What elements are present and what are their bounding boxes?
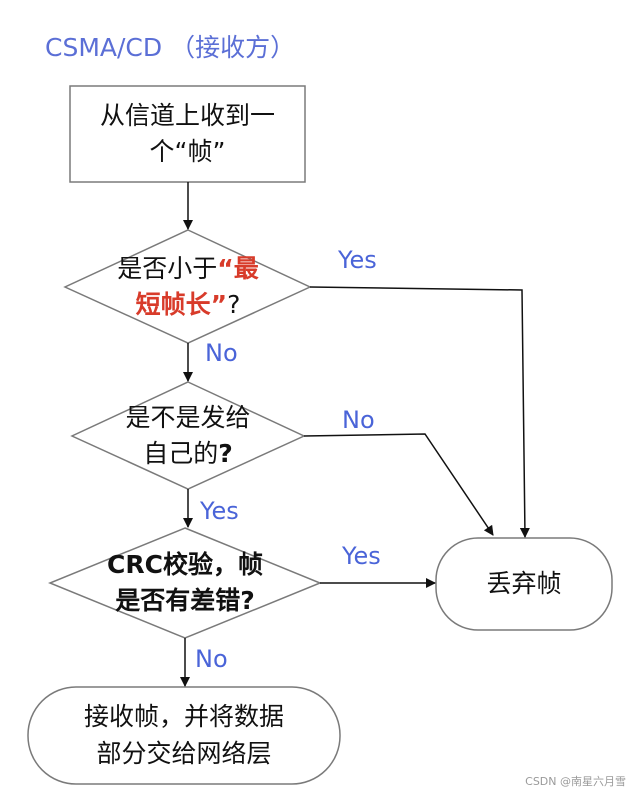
diagram-title: CSMA/CD （接收方） <box>45 33 296 62</box>
min-length-line1: 是否小于“最 <box>117 251 258 287</box>
discard-frame-label: 丢弃帧 <box>486 568 562 598</box>
min-length-text: 是否小于“最 短帧长”? <box>95 245 281 329</box>
min-length-question: ? <box>227 290 241 319</box>
self-address-line2-text: 自己的 <box>143 439 219 468</box>
deliver-frame-line1: 接收帧，并将数据 <box>83 702 284 732</box>
self-address-line2: 自己的? <box>143 436 233 472</box>
edge-label-min-no: No <box>205 339 238 367</box>
edge-label-self-yes: Yes <box>200 497 239 525</box>
self-address-text: 是不是发给 自己的? <box>100 394 276 478</box>
self-address-question: ? <box>218 439 233 468</box>
discard-frame-text: 丢弃帧 <box>436 538 612 630</box>
discard-frame-box <box>435 537 613 631</box>
receive-frame-line2: 个“帧” <box>149 137 226 166</box>
min-length-highlight-1: “最 <box>217 253 259 283</box>
min-length-prefix: 是否小于 <box>117 253 218 283</box>
receive-frame-text: 从信道上收到一 个“帧” <box>70 86 305 182</box>
deliver-frame-text: 接收帧，并将数据 部分交给网络层 <box>28 687 340 784</box>
edge-label-crc-no: No <box>195 645 228 673</box>
crc-line2: 是否有差错? <box>115 586 255 615</box>
receive-frame-box <box>69 85 306 183</box>
edge-self-no <box>303 433 494 536</box>
min-length-line2: 短帧长”? <box>136 287 241 323</box>
deliver-frame-box <box>27 686 341 785</box>
watermark: CSDN @南星六月雪 <box>525 775 626 788</box>
crc-text: CRC校验，帧 是否有差错? <box>80 541 290 625</box>
edge-label-crc-yes: Yes <box>342 542 381 570</box>
min-length-highlight-2: 短帧长” <box>135 290 228 319</box>
crc-line1: CRC校验，帧 <box>107 549 263 579</box>
self-address-line1: 是不是发给 <box>125 402 251 432</box>
receive-frame-line1: 从信道上收到一 <box>99 100 275 130</box>
edge-minlength-yes <box>309 286 530 538</box>
edge-label-self-no: No <box>342 406 375 434</box>
edge-label-min-yes: Yes <box>338 246 377 274</box>
deliver-frame-line2: 部分交给网络层 <box>96 738 272 768</box>
